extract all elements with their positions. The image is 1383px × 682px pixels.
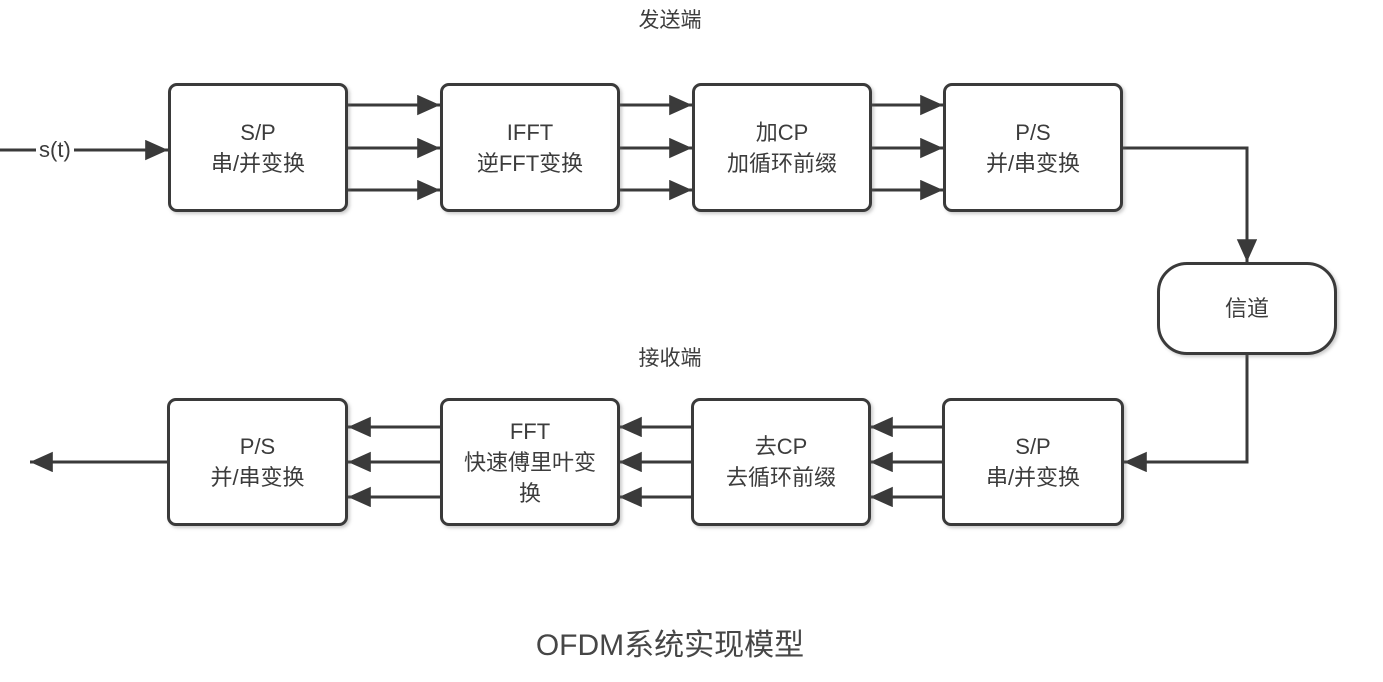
node-line: 串/并变换 <box>210 150 306 176</box>
input-signal-label: s(t) <box>36 137 74 163</box>
node-line: S/P <box>1015 434 1051 459</box>
arrows-sp-to-removecp <box>869 416 942 508</box>
node-line: 去循环前缀 <box>725 465 836 490</box>
node-line: 快速傅里叶变 <box>463 449 596 475</box>
node-line: 加CP <box>755 119 809 145</box>
node-ifft: IFFT 逆FFT变换 <box>440 83 620 212</box>
node-line: IFFT <box>506 119 554 145</box>
node-serial-to-parallel-tx: S/P 串/并变换 <box>168 83 348 212</box>
node-channel: 信道 <box>1157 262 1337 355</box>
arrows-addcp-to-ps <box>872 94 944 201</box>
node-serial-to-parallel-rx: S/P 串/并变换 <box>942 398 1124 526</box>
node-add-cp: 加CP 加循环前缀 <box>692 83 872 212</box>
arrow-channel-to-sp <box>1123 355 1249 473</box>
node-remove-cp: 去CP 去循环前缀 <box>691 398 871 526</box>
arrows-removecp-to-fft <box>618 416 691 508</box>
arrow-ps-to-channel <box>1123 146 1258 263</box>
transmitter-section-label: 发送端 <box>638 9 702 32</box>
node-line: S/P <box>240 119 276 145</box>
node-line: P/S <box>239 434 276 459</box>
node-parallel-to-serial-tx: P/S 并/串变换 <box>943 83 1123 212</box>
node-line: 信道 <box>1224 296 1269 321</box>
node-line: P/S <box>1015 119 1051 145</box>
node-line: 并/串变换 <box>210 465 305 490</box>
node-line: 去CP <box>754 434 808 459</box>
node-line: 串/并变换 <box>985 465 1081 490</box>
arrows-fft-to-ps <box>347 416 440 508</box>
arrows-ifft-to-addcp <box>620 94 693 201</box>
arrows-sp-to-ifft <box>348 94 441 201</box>
diagram-title: OFDM系统实现模型 <box>535 629 805 662</box>
node-fft: FFT 快速傅里叶变 换 <box>440 398 620 526</box>
node-line: 逆FFT变换 <box>476 150 584 176</box>
node-line: FFT <box>509 418 551 444</box>
receiver-section-label: 接收端 <box>638 347 702 370</box>
node-line: 加循环前缀 <box>726 150 837 176</box>
node-line: 并/串变换 <box>985 150 1081 176</box>
node-parallel-to-serial-rx: P/S 并/串变换 <box>167 398 348 526</box>
node-line: 换 <box>518 480 541 506</box>
